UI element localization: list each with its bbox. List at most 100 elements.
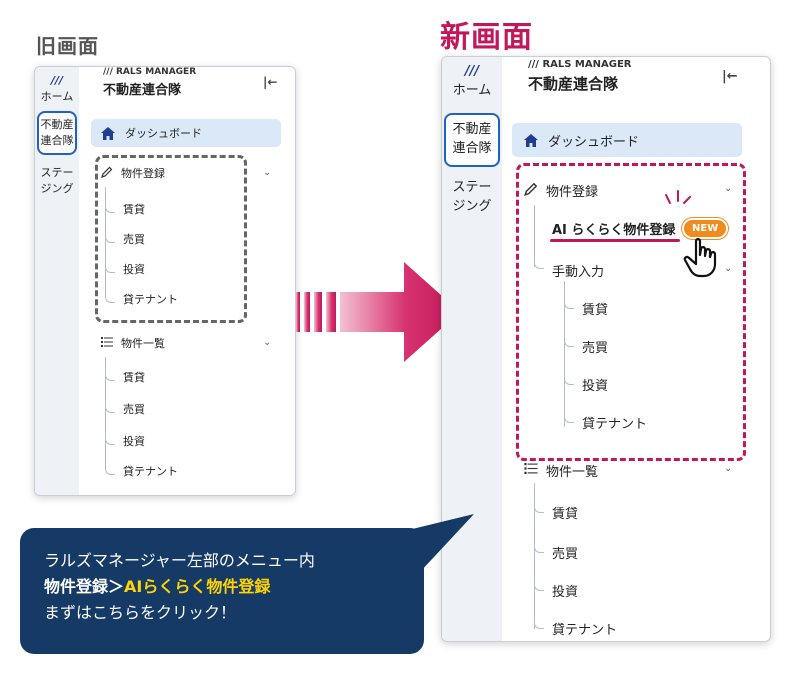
- nav-bukken-ichiran-label: 物件一覧: [121, 337, 165, 350]
- pencil-icon: [524, 182, 538, 200]
- nav-bukken-ichiran[interactable]: 物件一覧: [524, 461, 598, 480]
- brand-name-small: /// RALS MANAGER: [528, 59, 632, 70]
- brand-block: /// RALS MANAGER 不動産連合隊: [103, 67, 196, 98]
- chevron-down-icon[interactable]: ⌄: [724, 183, 733, 194]
- tree-connector: [534, 261, 544, 269]
- rail-item-home[interactable]: /// ホーム: [444, 63, 500, 101]
- callout-line-1: ラルズマネージャー左部のメニュー内: [44, 551, 315, 570]
- nav-bukken-touroku[interactable]: 物件登録: [101, 165, 165, 181]
- nav-manual-input[interactable]: 手動入力: [552, 265, 605, 280]
- rail-item-staging[interactable]: ステー ジング: [37, 165, 77, 197]
- chevron-down-icon[interactable]: ⌄: [263, 167, 272, 178]
- hand-pointer-icon: [683, 238, 717, 278]
- home-icon: [101, 126, 115, 140]
- brand-block: /// RALS MANAGER 不動産連合隊: [528, 59, 631, 94]
- new-badge: NEW: [682, 218, 729, 239]
- tree-line: [564, 281, 565, 427]
- tree-connector: [534, 583, 544, 591]
- tree-connector: [105, 437, 115, 445]
- old-highlight-box: [95, 155, 247, 323]
- tree-line: [105, 357, 106, 471]
- old-ichiran-sub-3[interactable]: 貸テナント: [123, 465, 178, 478]
- logo-icon: ///: [464, 64, 480, 79]
- chevron-down-icon[interactable]: ⌄: [724, 463, 733, 474]
- new-screen-heading: 新画面: [440, 20, 533, 55]
- rail-union-label-2: 連合隊: [40, 133, 74, 147]
- rail-staging-label-1: ステー: [40, 166, 74, 179]
- old-touroku-sub-1[interactable]: 売買: [123, 233, 145, 246]
- tree-connector: [534, 505, 544, 513]
- old-ichiran-sub-2[interactable]: 投資: [123, 435, 145, 448]
- callout-line-2-highlight: AIらくらく物件登録: [124, 577, 271, 596]
- chevron-down-icon[interactable]: ⌄: [724, 263, 733, 274]
- rail-item-union[interactable]: 不動産 連合隊: [37, 111, 77, 155]
- tree-connector: [105, 205, 115, 213]
- side-rail: /// ホーム 不動産 連合隊 ステー ジング: [35, 67, 79, 495]
- tree-connector: [564, 415, 574, 423]
- tree-connector: [105, 265, 115, 273]
- new-ichiran-sub-2[interactable]: 投資: [552, 585, 579, 600]
- callout-line-3: まずはこちらをクリック！: [44, 603, 237, 622]
- nav-bukken-touroku-label: 物件登録: [121, 167, 165, 180]
- nav-bukken-touroku[interactable]: 物件登録: [524, 181, 598, 200]
- tree-connector: [105, 467, 115, 475]
- chevron-down-icon[interactable]: ⌄: [263, 337, 272, 348]
- callout-line-2-prefix: 物件登録＞: [44, 577, 125, 596]
- rail-item-home[interactable]: /// ホーム: [37, 73, 77, 105]
- sparkle-icon: [665, 190, 691, 204]
- old-touroku-sub-3[interactable]: 貸テナント: [123, 293, 178, 306]
- ai-item-underline: [550, 239, 680, 242]
- callout-line-2: 物件登録＞AIらくらく物件登録: [44, 574, 400, 600]
- nav-bukken-ichiran[interactable]: 物件一覧: [101, 335, 165, 351]
- tree-line: [534, 205, 535, 267]
- nav-dashboard-label: ダッシュボード: [125, 127, 202, 140]
- rail-union-label-1: 不動産: [40, 118, 74, 131]
- nav-bukken-touroku-label: 物件登録: [546, 185, 599, 200]
- brand-name-main: 不動産連合隊: [528, 75, 619, 93]
- list-icon: [524, 463, 538, 478]
- rail-staging-label-1: ステー: [452, 180, 492, 195]
- rail-staging-label-2: ジング: [452, 198, 492, 214]
- rail-item-union[interactable]: 不動産 連合隊: [444, 113, 500, 167]
- nav-ai-rakuraku[interactable]: AI らくらく物件登録: [552, 223, 676, 238]
- nav-dashboard[interactable]: ダッシュボード: [512, 123, 742, 157]
- brand-name-main: 不動産連合隊: [103, 83, 182, 98]
- new-manual-sub-2[interactable]: 投資: [582, 379, 609, 394]
- rail-item-home-label: ホーム: [452, 82, 492, 98]
- collapse-icon[interactable]: |←: [722, 69, 738, 84]
- list-icon: [101, 336, 113, 350]
- old-ichiran-sub-1[interactable]: 売買: [123, 403, 145, 416]
- old-touroku-sub-2[interactable]: 投資: [123, 263, 145, 276]
- new-manual-sub-1[interactable]: 売買: [582, 341, 609, 356]
- tree-connector: [105, 295, 115, 303]
- rail-item-staging[interactable]: ステー ジング: [444, 179, 500, 217]
- tree-connector: [534, 545, 544, 553]
- tree-connector: [105, 373, 115, 381]
- tree-connector: [564, 377, 574, 385]
- old-ichiran-sub-0[interactable]: 賃貸: [123, 371, 145, 384]
- brand-name-small: /// RALS MANAGER: [103, 67, 197, 77]
- new-screen-panel: /// ホーム 不動産 連合隊 ステー ジング /// RALS MANAGER…: [441, 56, 771, 642]
- new-ichiran-sub-0[interactable]: 賃貸: [552, 507, 579, 522]
- nav-bukken-ichiran-label: 物件一覧: [546, 465, 599, 480]
- old-touroku-sub-0[interactable]: 賃貸: [123, 203, 145, 216]
- tree-line: [534, 483, 535, 629]
- tree-connector: [534, 621, 544, 629]
- tree-connector: [564, 339, 574, 347]
- new-manual-sub-0[interactable]: 賃貸: [582, 303, 609, 318]
- side-rail: /// ホーム 不動産 連合隊 ステー ジング: [442, 57, 502, 641]
- tree-connector: [105, 235, 115, 243]
- tree-line: [105, 187, 106, 297]
- new-highlight-box: [516, 163, 746, 461]
- tree-connector: [564, 301, 574, 309]
- new-ichiran-sub-1[interactable]: 売買: [552, 547, 579, 562]
- old-screen-panel: /// ホーム 不動産 連合隊 ステー ジング /// RALS MANAGER…: [34, 66, 296, 496]
- collapse-icon[interactable]: |←: [263, 75, 278, 89]
- rail-union-label-2: 連合隊: [452, 140, 492, 156]
- rail-item-home-label: ホーム: [40, 89, 74, 103]
- new-ichiran-sub-3[interactable]: 貸テナント: [552, 623, 618, 638]
- pencil-icon: [101, 166, 113, 181]
- nav-dashboard[interactable]: ダッシュボード: [91, 119, 281, 147]
- old-screen-heading: 旧画面: [36, 34, 99, 58]
- new-manual-sub-3[interactable]: 貸テナント: [582, 417, 648, 432]
